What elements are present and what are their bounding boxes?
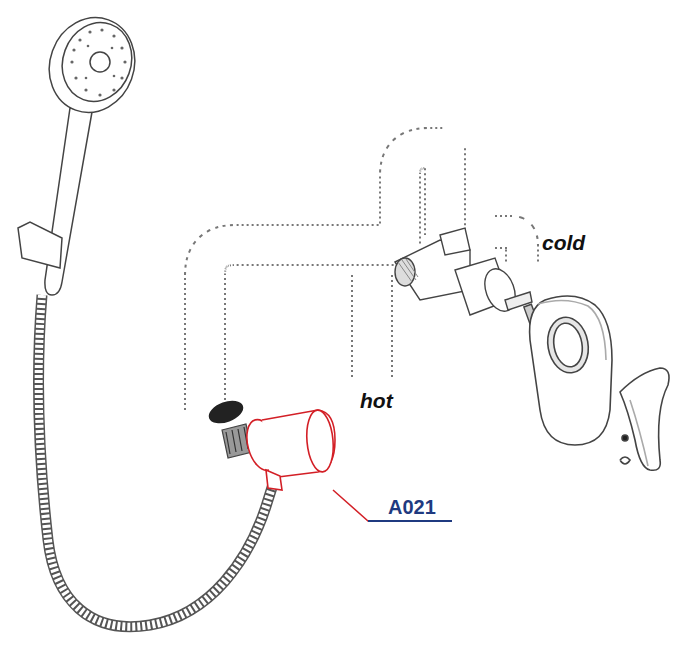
shower-holder [18, 222, 62, 268]
callout-number: A021 [388, 496, 436, 518]
pipe-label: cold [542, 231, 585, 254]
cover-plate [530, 296, 612, 445]
wall-outlet [242, 409, 336, 490]
callout-underline [368, 520, 452, 522]
concealed-pipes [205, 148, 522, 410]
mixer-valve [395, 228, 538, 326]
pipe-end [206, 396, 247, 427]
pipe-label: hot [360, 389, 393, 412]
lever-handle [620, 368, 669, 470]
shower-hose [39, 295, 275, 627]
leader-line [333, 490, 452, 521]
